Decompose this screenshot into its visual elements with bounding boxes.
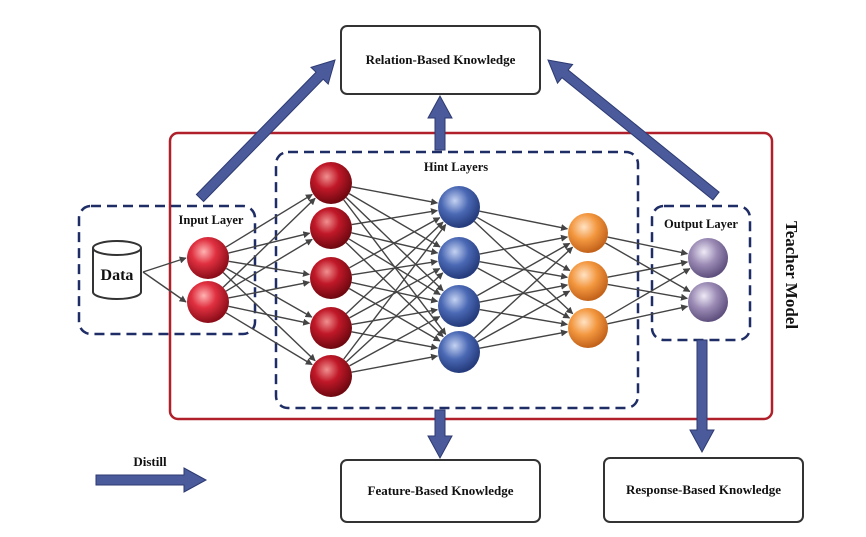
response-based-knowledge-label: Response-Based Knowledge: [626, 482, 781, 497]
layer-connection: [228, 260, 310, 277]
layer-connection: [479, 282, 569, 303]
hint-layers-label: Hint Layers: [424, 160, 488, 174]
layer-connection: [348, 193, 441, 248]
layer-connection: [228, 279, 311, 299]
layer-connection: [607, 259, 689, 278]
layer-connection: [222, 272, 316, 362]
layer-connection: [345, 221, 444, 315]
layer-connection: [345, 272, 444, 363]
hint1-node: [310, 307, 352, 349]
layer-connection: [351, 353, 439, 373]
input-to-relation-arrow: [195, 59, 336, 203]
layer-connection: [473, 246, 574, 339]
layer-connection: [345, 242, 444, 338]
layer-connection: [225, 238, 313, 292]
output-to-response-arrow: [689, 339, 715, 454]
distill-legend-arrow: [95, 467, 208, 493]
output-node: [688, 238, 728, 278]
data-label: Data: [101, 267, 134, 284]
layer-connection: [604, 242, 691, 293]
layer-connection: [607, 304, 689, 325]
hint2-node: [438, 237, 480, 279]
hint1-node: [310, 162, 352, 204]
input-region-box: [77, 204, 257, 336]
layer-connection: [351, 186, 439, 206]
data-to-input-connection: [142, 256, 187, 273]
layer-connection: [351, 208, 438, 226]
hint-to-feature-arrow: [427, 409, 453, 460]
layer-connection: [349, 315, 441, 367]
layer-connection: [476, 216, 571, 272]
layer-connection: [343, 223, 447, 360]
layer-connection: [225, 193, 313, 248]
feature-based-knowledge-box: Feature-Based Knowledge: [340, 459, 541, 523]
layer-connection: [349, 267, 441, 319]
layer-connection: [607, 236, 689, 256]
layer-connection: [479, 329, 569, 349]
teacher-model-frame: [168, 131, 774, 421]
data-cylinder-icon: Data: [92, 240, 142, 300]
input-layer-label: Input Layer: [179, 213, 244, 227]
layer-connection: [477, 290, 571, 343]
hint1-node: [310, 207, 352, 249]
data-to-input-connection: [142, 271, 187, 303]
network-nodes: [187, 162, 728, 397]
hint2-node: [438, 285, 480, 327]
output-node: [688, 282, 728, 322]
layer-connection: [349, 217, 441, 269]
input-node: [187, 237, 229, 279]
hint2-node: [438, 331, 480, 373]
layer-connection: [479, 234, 569, 255]
layer-connection: [225, 267, 313, 318]
hint3-node: [568, 261, 608, 301]
layer-connection: [479, 210, 569, 232]
layer-connection: [228, 305, 311, 326]
feature-based-knowledge-label: Feature-Based Knowledge: [368, 483, 514, 498]
layer-connection: [351, 331, 439, 351]
hint-to-relation-arrow: [427, 94, 453, 151]
hint2-node: [438, 186, 480, 228]
hint3-node: [568, 213, 608, 253]
distill-arrows: [95, 59, 720, 493]
layer-connection: [348, 238, 441, 296]
layer-connection: [476, 242, 571, 297]
hint3-node: [568, 308, 608, 348]
hint1-node: [310, 355, 352, 397]
response-based-knowledge-box: Response-Based Knowledge: [603, 457, 804, 523]
relation-based-knowledge-label: Relation-Based Knowledge: [366, 52, 516, 67]
output-layer-label: Output Layer: [664, 217, 738, 231]
distill-legend-label: Distill: [133, 454, 167, 469]
teacher-model-label: Teacher Model: [782, 221, 801, 329]
layer-connection: [607, 283, 689, 301]
hint-layers-box: [274, 150, 640, 410]
layer-connection: [222, 197, 316, 288]
hint1-node: [310, 257, 352, 299]
layer-connection: [225, 312, 313, 366]
input-node: [187, 281, 229, 323]
network-connections: [142, 186, 691, 373]
output-to-relation-arrow: [547, 59, 720, 201]
layer-connection: [604, 267, 691, 319]
relation-based-knowledge-box: Relation-Based Knowledge: [340, 25, 541, 95]
